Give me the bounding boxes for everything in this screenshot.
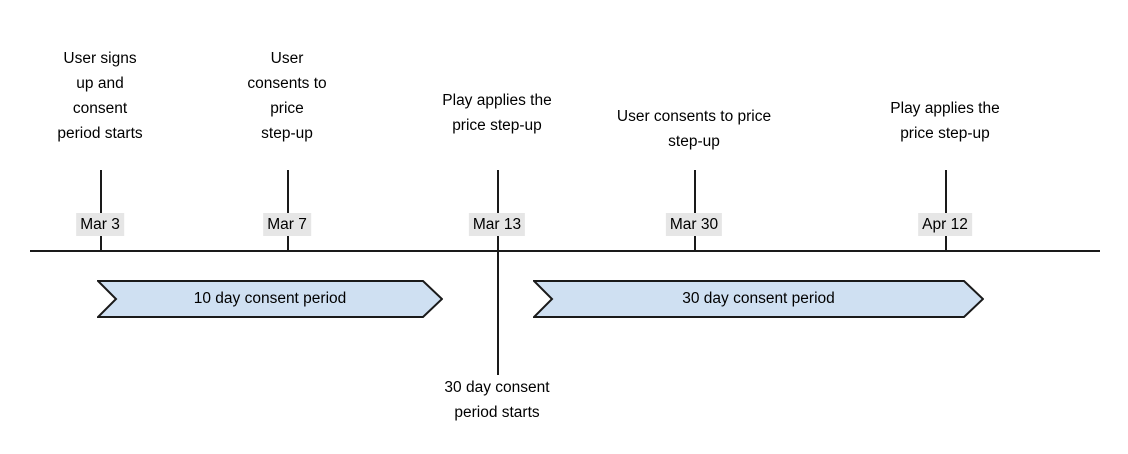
date-chip-mar-30: Mar 30 (665, 213, 723, 236)
below-axis-tick (497, 252, 499, 375)
timeline-axis (30, 250, 1100, 252)
event-tick-mar-30 (694, 170, 696, 252)
period-bar-30-day: 30 day consent period (533, 280, 984, 318)
event-label-mar-3: User signs up and consent period starts (57, 50, 143, 142)
period-bar-10-day: 10 day consent period (97, 280, 443, 318)
event-label-mar-30: User consents to price step-up (616, 108, 772, 150)
below-axis-label: 30 day consent period starts (444, 379, 550, 421)
date-chip-mar-3: Mar 3 (76, 213, 124, 236)
event-label-apr-12: Play applies the price step-up (890, 100, 1000, 142)
chevron-shape-30-day (533, 280, 984, 318)
event-label-mar-7: User consents to price step-up (247, 50, 327, 142)
event-tick-mar-7 (287, 170, 289, 252)
date-chip-apr-12: Apr 12 (918, 213, 972, 236)
date-chip-mar-13: Mar 13 (468, 213, 526, 236)
date-chip-mar-7: Mar 7 (263, 213, 311, 236)
event-tick-mar-13 (497, 170, 499, 252)
event-label-mar-13: Play applies the price step-up (442, 92, 552, 134)
chevron-shape-10-day (97, 280, 443, 318)
event-tick-apr-12 (945, 170, 947, 252)
event-tick-mar-3 (100, 170, 102, 252)
